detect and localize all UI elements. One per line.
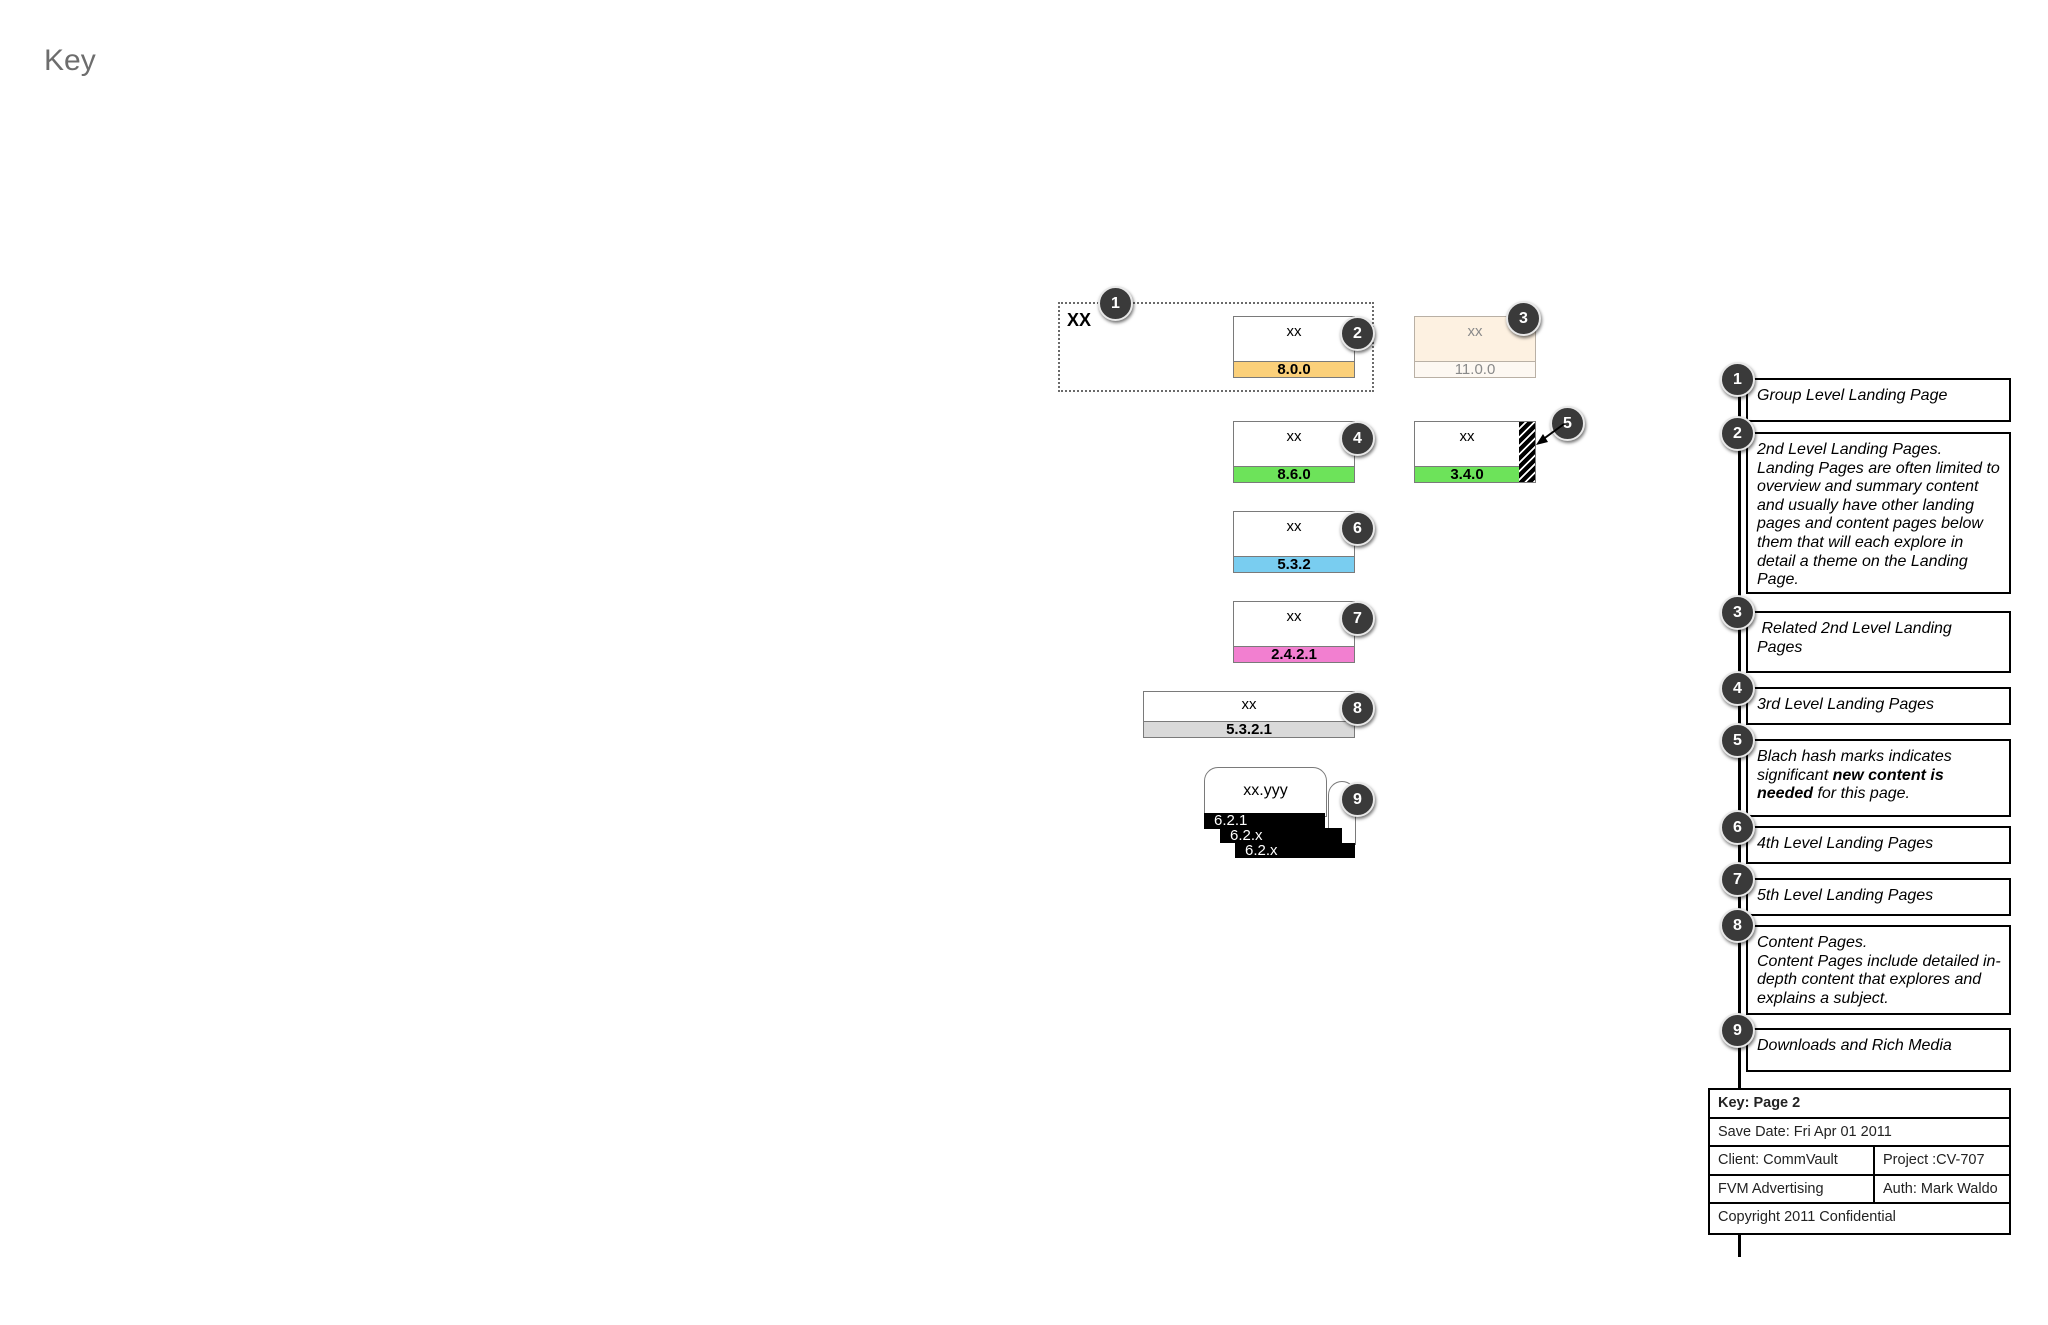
node-label: xx — [1286, 518, 1302, 535]
media-card-front[interactable]: xx.yyy — [1204, 767, 1327, 817]
info-copyright: Copyright 2011 Confidential — [1718, 1209, 1896, 1225]
node-code-bar: 11.0.0 — [1415, 361, 1535, 378]
legend-item-2: 2nd Level Landing Pages.Landing Pages ar… — [1746, 432, 2011, 594]
page-title: Key — [44, 44, 96, 77]
page-node-3rd-level[interactable]: xx 8.6.0 — [1233, 421, 1355, 483]
callout-badge: 6 — [1340, 511, 1375, 546]
node-code-bar: 5.3.2.1 — [1144, 721, 1354, 738]
group-level-label: XX — [1067, 310, 1092, 330]
page-node-2nd-level[interactable]: xx 8.0.0 — [1233, 316, 1355, 378]
legend-badge: 1 — [1720, 362, 1755, 397]
legend-badge: 7 — [1720, 862, 1755, 897]
info-save-date: Save Date: Fri Apr 01 2011 — [1718, 1123, 1892, 1140]
info-client: Client: CommVault — [1710, 1147, 1875, 1174]
info-author: Auth: Mark Waldo — [1883, 1180, 1998, 1197]
legend-text: Content Pages.Content Pages include deta… — [1757, 934, 2001, 1007]
legend-item-6: 4th Level Landing Pages — [1746, 826, 2011, 864]
node-label: xx — [1459, 428, 1475, 445]
legend-text: Group Level Landing Page — [1757, 387, 1948, 404]
callout-badge: 2 — [1340, 316, 1375, 351]
callout-badge: 5 — [1550, 406, 1585, 441]
legend-text: Downloads and Rich Media — [1757, 1037, 1952, 1054]
callout-badge: 9 — [1340, 782, 1375, 817]
media-code: 6.2.x — [1235, 843, 1355, 858]
node-label: xx — [1286, 323, 1302, 340]
callout-badge: 7 — [1340, 601, 1375, 636]
legend-item-9: Downloads and Rich Media — [1746, 1028, 2011, 1072]
page-node-related-2nd-level[interactable]: xx 11.0.0 — [1414, 316, 1536, 378]
callout-badge: 1 — [1098, 286, 1133, 321]
hash-marks-indicator — [1519, 422, 1535, 482]
node-label: xx — [1241, 696, 1257, 713]
legend-text: 3rd Level Landing Pages — [1757, 696, 1935, 713]
info-agency: FVM Advertising — [1710, 1175, 1875, 1202]
callout-badge: 4 — [1340, 421, 1375, 456]
group-level-box[interactable] — [1058, 302, 1374, 392]
page-node-new-content[interactable]: xx 3.4.0 — [1414, 421, 1536, 483]
legend-item-1: Group Level Landing Page — [1746, 378, 2011, 422]
node-code-bar: 5.3.2 — [1234, 556, 1354, 573]
legend-badge: 9 — [1720, 1013, 1755, 1048]
legend-text: 4th Level Landing Pages — [1757, 835, 1934, 852]
node-code-bar: 2.4.2.1 — [1234, 646, 1354, 663]
legend-badge: 5 — [1720, 723, 1755, 758]
legend-text: 5th Level Landing Pages — [1757, 887, 1934, 904]
media-code: 6.2.1 — [1204, 813, 1325, 829]
legend-item-5: Blach hash marks indicates significant n… — [1746, 739, 2011, 817]
media-label: xx.yyy — [1243, 782, 1288, 799]
legend-text: Blach hash marks indicates significant n… — [1757, 748, 1952, 803]
node-code-bar: 3.4.0 — [1415, 466, 1519, 483]
callout-badge: 8 — [1340, 691, 1375, 726]
info-title: Key: Page 2 — [1718, 1095, 1801, 1111]
node-code-bar: 8.0.0 — [1234, 361, 1354, 378]
callout-arrow-icon — [1536, 423, 1565, 445]
callout-badge: 3 — [1506, 301, 1541, 336]
legend-item-8: Content Pages.Content Pages include deta… — [1746, 925, 2011, 1015]
node-label: xx — [1286, 428, 1302, 445]
legend-badge: 6 — [1720, 810, 1755, 845]
info-project: Project :CV-707 — [1883, 1152, 1985, 1168]
legend-badge: 3 — [1720, 595, 1755, 630]
node-label: xx — [1467, 323, 1483, 340]
legend-text: Related 2nd Level Landing Pages — [1757, 620, 1952, 656]
legend-item-7: 5th Level Landing Pages — [1746, 878, 2011, 916]
legend-badge: 2 — [1720, 416, 1755, 451]
legend-item-4: 3rd Level Landing Pages — [1746, 687, 2011, 725]
legend-badge: 4 — [1720, 671, 1755, 706]
legend-item-3: Related 2nd Level Landing Pages — [1746, 611, 2011, 673]
legend-badge: 8 — [1720, 908, 1755, 943]
media-code: 6.2.x — [1220, 828, 1342, 843]
page-node-5th-level[interactable]: xx 2.4.2.1 — [1233, 601, 1355, 663]
node-label: xx — [1286, 608, 1302, 625]
page-node-4th-level[interactable]: xx 5.3.2 — [1233, 511, 1355, 573]
page-node-content[interactable]: xx 5.3.2.1 — [1143, 691, 1355, 738]
document-info-table: Key: Page 2 Save Date: Fri Apr 01 2011 C… — [1708, 1088, 2011, 1235]
legend-text: 2nd Level Landing Pages.Landing Pages ar… — [1757, 441, 2000, 589]
node-code-bar: 8.6.0 — [1234, 466, 1354, 483]
